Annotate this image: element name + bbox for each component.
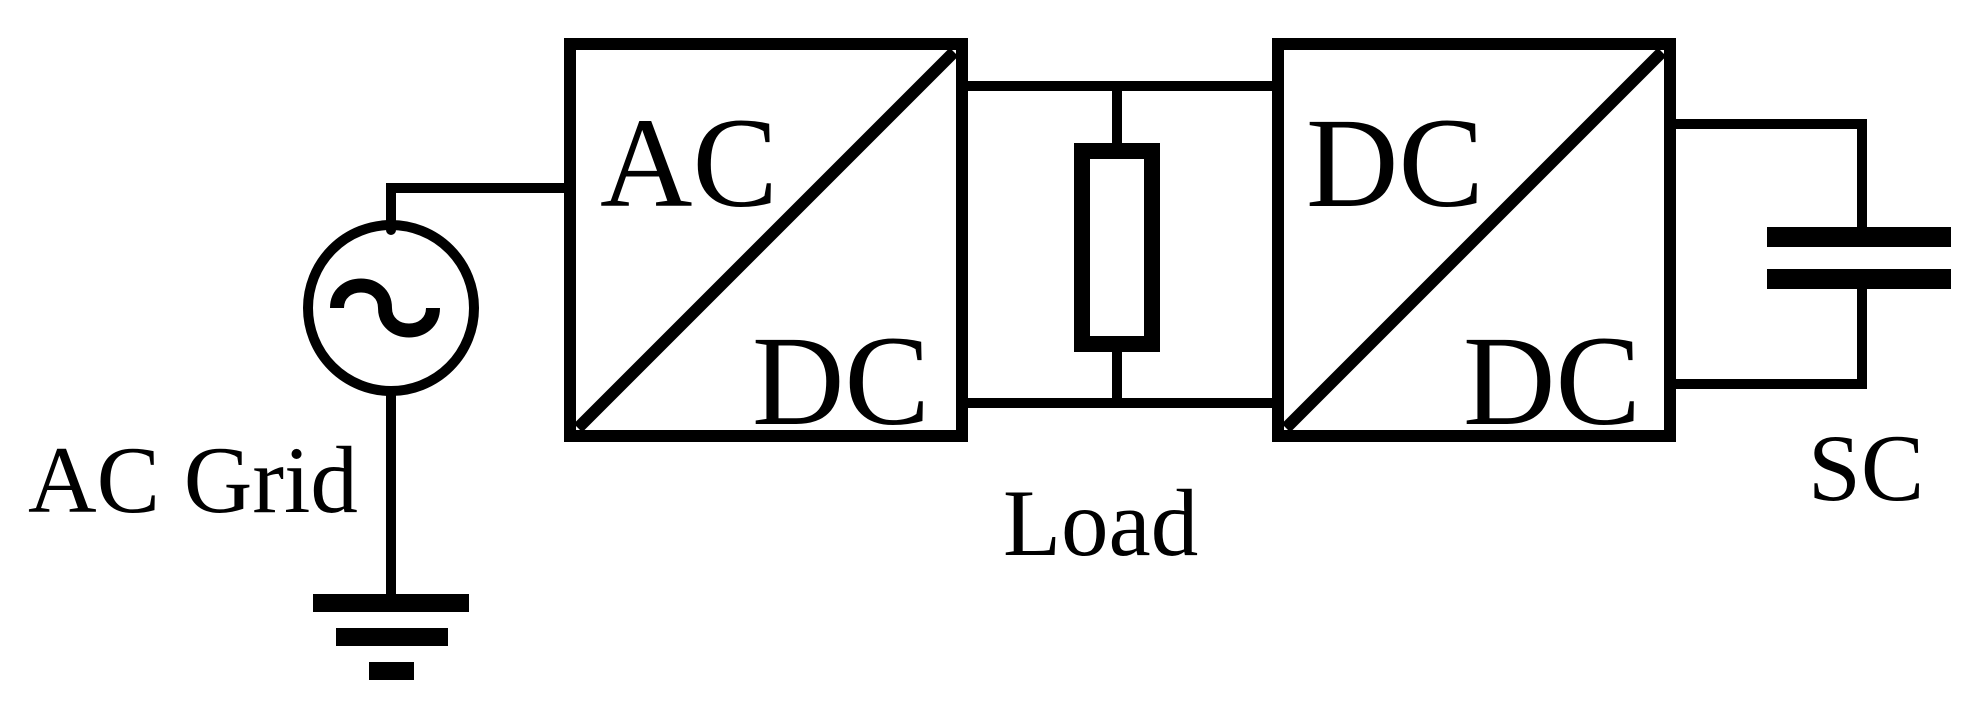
converter-1-diagonal [573,47,959,433]
converter-2-bottom-label: DC [1463,310,1641,452]
resistor-icon [1074,143,1160,352]
dc-dc-converter: DC DC [1272,38,1676,452]
load-label: Load [1003,470,1198,576]
converter-2-top-label: DC [1306,92,1484,234]
ac-dc-converter: AC DC [564,38,968,452]
ac-grid-label: AC Grid [28,427,358,533]
converter-1-top-label: AC [600,92,778,234]
converter-1-box [564,38,968,442]
converter-1-bottom-label: DC [752,310,930,452]
load: Load [1003,81,1198,576]
supercapacitor: SC [1665,119,1951,521]
ac-grid: AC Grid [28,183,575,680]
sc-label: SC [1808,415,1924,521]
converter-2-diagonal [1281,47,1667,433]
sc-top-wire [1665,119,1867,237]
sc-bottom-wire [1665,281,1867,389]
sine-source-icon [303,220,479,396]
converter-2-box [1272,38,1676,442]
ground-icon [313,594,469,680]
ac-grid-feed-wire [386,183,575,235]
capacitor-icon [1767,227,1951,289]
